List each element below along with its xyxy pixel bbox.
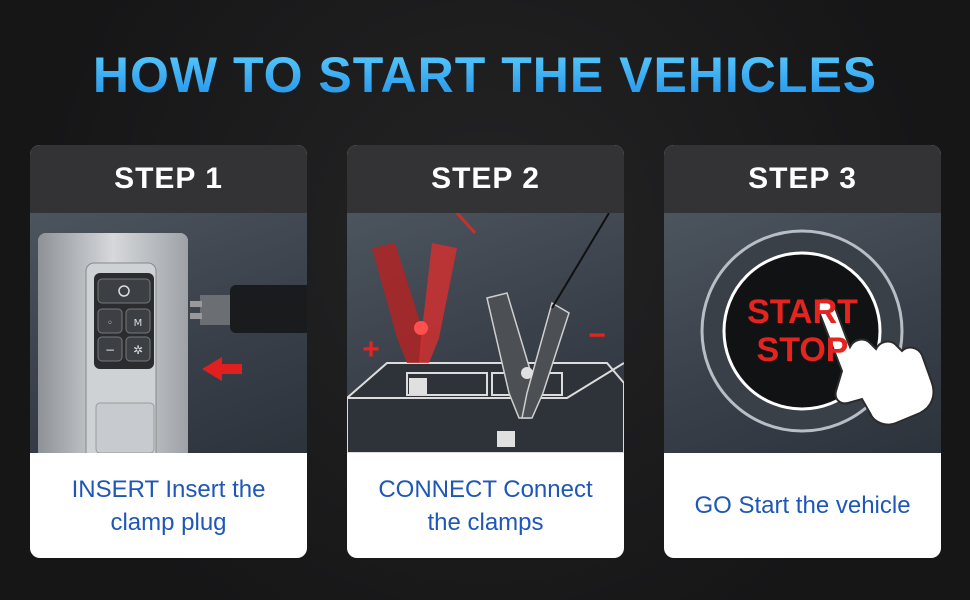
step-header-2: STEP 2 bbox=[347, 145, 624, 213]
page-title: HOW TO START THE VEHICLES bbox=[0, 46, 970, 104]
stop-label: STOP bbox=[756, 331, 849, 369]
step-image-2: + − bbox=[347, 213, 624, 453]
start-label: START bbox=[747, 293, 858, 331]
step-caption-2: CONNECT Connect the clamps bbox=[378, 475, 593, 536]
step-card-2: STEP 2 + − CONNECT Connect the cla bbox=[347, 145, 624, 558]
step-header-3: STEP 3 bbox=[664, 145, 941, 213]
step-label-3: STEP 3 bbox=[748, 162, 857, 195]
step-card-3: STEP 3 START STOP GO Start the vehicle bbox=[664, 145, 941, 558]
svg-text:◦: ◦ bbox=[107, 318, 113, 329]
minus-sign: − bbox=[588, 319, 606, 352]
step-caption-3: GO Start the vehicle bbox=[694, 492, 911, 519]
step-image-1: ◦ M − ✲ bbox=[30, 213, 307, 453]
step-image-3: START STOP bbox=[664, 213, 941, 453]
step-label-1: STEP 1 bbox=[114, 162, 223, 195]
plus-sign: + bbox=[362, 333, 380, 366]
step-caption-1: INSERT Insert the clamp plug bbox=[71, 475, 266, 536]
start-stop-button-icon bbox=[700, 229, 935, 433]
svg-text:M: M bbox=[134, 318, 143, 329]
jump-starter-plug-icon: ◦ M − ✲ bbox=[38, 233, 307, 453]
battery-clamps-icon: + − bbox=[347, 213, 624, 453]
svg-text:✲: ✲ bbox=[133, 343, 143, 357]
step-header-1: STEP 1 bbox=[30, 145, 307, 213]
step-card-1: STEP 1 ◦ M − ✲ bbox=[30, 145, 307, 558]
svg-text:−: − bbox=[105, 343, 115, 357]
step-label-2: STEP 2 bbox=[431, 162, 540, 195]
